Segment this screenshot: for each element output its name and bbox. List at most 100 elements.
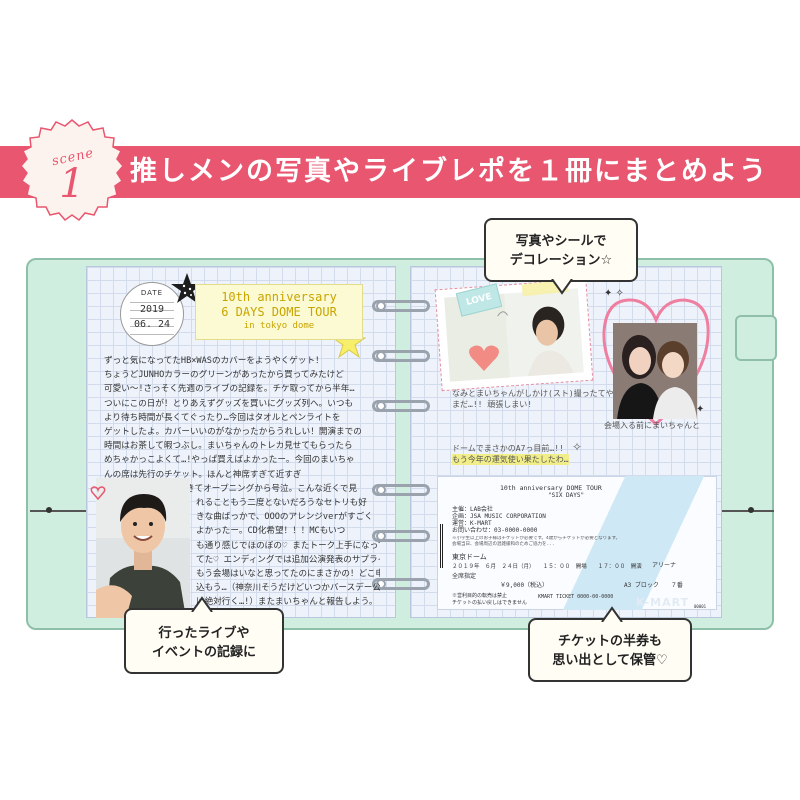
binder-edge-line-left [30, 510, 86, 512]
ticket-price: ￥9,000（税込） [500, 582, 549, 589]
callout-live-record: 行ったライブや イベントの記録に [124, 608, 284, 674]
ticket-footer-left: ※営利目的の転売は禁止 チケットの払い戻しはできません [452, 592, 527, 606]
callout-line: 思い出として保管♡ [552, 653, 668, 668]
ticket-organizer-line: 主催：LAB会社 [452, 506, 493, 513]
ticket-footer-line: チケットの払い戻しはできません [452, 600, 527, 606]
ticket-event-subtitle: "SIX DAYS" [548, 492, 585, 499]
memo-line: れることもう二度とないだろうなセトリも好 [196, 498, 367, 509]
memo-line: より待ち時間が長くてぐったり…今回はタオルとペンライトを [104, 412, 341, 423]
ticket-organizer: 主催：LAB会社 企画：JSA MUSIC CORPORATION 運営：K-M… [452, 506, 546, 534]
punch-hole [376, 401, 386, 411]
date-card-year: 2019 [139, 304, 165, 315]
idol-photo-illustration [96, 478, 190, 618]
memo-line: 時間はお茶して暇つぶし。まいちゃんのトレカ見せてもらったら [104, 441, 353, 452]
binder-ring [372, 578, 430, 590]
binder-clasp [735, 315, 777, 361]
sparkle-icon: ✦ [696, 404, 705, 415]
memo-line: 込もう…（神奈川そうだけどいつかバースデー公演 [196, 583, 380, 594]
friends-photo [613, 323, 697, 419]
sparkle-icon: ✦ ✧ [604, 288, 624, 299]
callout-pointer [551, 279, 573, 295]
black-star-sticker [171, 273, 203, 303]
binder-ring [372, 300, 430, 312]
scene-badge-shape [20, 119, 124, 222]
punch-hole [376, 485, 386, 495]
ticket-organizer-line: お問い合わせ：03-0000-0000 [452, 527, 538, 534]
photo1-caption-line: なみとまいちゃんがしかけ(スト)撮ったてやつ! [452, 389, 627, 398]
ticket-footer-line: ※営利目的の転売は禁止 [452, 593, 508, 599]
memo-line: んの席は先行のチケット。ほんと神席すぎて近すぎ [104, 469, 302, 480]
memo-line: めちゃかっこよくて…!やっぱ買えばよかったー。今回のまいちゃ [104, 455, 355, 466]
memo-line: ついにこの日が！とりあえずグッズを買いにグッズ列へ。いつも [104, 398, 354, 409]
ticket-organizer-line: 運営：K-MART [452, 520, 492, 527]
tour-title-line2: 6 DAYS DOME TOUR [221, 305, 337, 319]
ticket-note: ドームでまさかのA7っ目前…!! もう今年の運気使い果たしたわ… [452, 443, 569, 465]
binder-ring [372, 400, 430, 412]
headline-banner [0, 146, 800, 198]
punch-hole [376, 301, 386, 311]
ticket-note-line: もう今年の運気使い果たしたわ… [452, 454, 569, 465]
ticket-notice: ※小学生以上のお子様はチケットが必要です。4歳からチケットが必要となります。 会… [452, 536, 702, 548]
punch-hole [376, 579, 386, 589]
date-card-day: 06. 24 [133, 319, 171, 330]
friends-photo-illustration [613, 323, 697, 419]
headline-text: 推しメンの写真やライブレポを１冊にまとめよう [130, 156, 768, 187]
memo-line: ずっと気になってたHB×WASのカバーをようやくゲット！ [104, 356, 324, 366]
memo-line: も通り感じでほのぼの♡ またトーク上手になって [196, 540, 380, 551]
callout-line: イベントの記録に [151, 645, 256, 660]
ticket-venue: 東京ドーム [452, 553, 487, 561]
ticket-barcode [440, 524, 444, 568]
pink-heart-doodle [90, 486, 106, 500]
coral-heart-sticker [469, 345, 499, 371]
ticket-stripe [437, 476, 717, 610]
callout-line: デコレーション☆ [509, 253, 613, 268]
punch-hole [376, 531, 386, 541]
photo1-caption-line: まだ…!! 頑張しまい! [452, 400, 533, 409]
punch-hole [376, 351, 386, 361]
photo2-caption: 会場入る前にまいちゃんと [604, 421, 700, 430]
sparkle-icon: ✧ [572, 440, 583, 454]
memo-line: てた♡ エンディングでは追加公演発表のサプライズ！ [196, 554, 380, 565]
date-card-header: DATE [140, 289, 164, 297]
ticket-arena: アリーナ [652, 562, 677, 569]
memo-line: ちょうどJUNHOカラーのグリーンがあったから買ってみたけど [104, 370, 344, 381]
ticket-date-row: ２０１９年 ６月 ２４日（月） １５：００ 開場 １７：００ 開演 [452, 564, 642, 570]
ticket-notice-line: ※小学生以上のお子様はチケットが必要です。4歳からチケットが必要となります。 [452, 536, 621, 541]
ticket-serial: 00001 [694, 604, 707, 609]
tour-title-tag: 10th anniversary 6 DAYS DOME TOUR in tok… [195, 284, 363, 340]
callout-pointer [601, 606, 623, 622]
memo-line: ゲットしたよ。カバーいいのがなかったからうれしい！開演までの [104, 427, 362, 438]
memo-line: は絶対行く…!）またまいちゃんと報告しよう。 [196, 597, 378, 608]
ticket-brand: K-MART [636, 596, 690, 609]
live-report-text: ずっと気になってたHB×WASのカバーをようやくゲット！ ちょうどJUNHOカラ… [104, 354, 380, 610]
memo-line: もう会場はいなと思ってたのにまさかの！どこ申し [196, 569, 380, 580]
ticket-seat-label: 全席指定 [452, 573, 477, 580]
ticket-footer-center: KMART TICKET 0000-00-0000 [538, 594, 614, 600]
memo-line: きな曲ばっかで、OOOのアレンジverがすごく [196, 512, 373, 523]
callout-line: 行ったライブや [158, 626, 250, 641]
ticket-block: A3 ブロック ７番 [624, 582, 683, 589]
binder-ring [372, 530, 430, 542]
pink-heart-frame [602, 298, 710, 427]
tour-title-line3: in tokyo dome [243, 321, 315, 331]
ticket-organizer-line: 企画：JSA MUSIC CORPORATION [452, 513, 546, 520]
ticket-event-title: 10th anniversary DOME TOUR [500, 484, 602, 492]
scene-number: 1 [59, 161, 85, 207]
callout-line: 写真やシールで [515, 234, 607, 249]
memo-line: よかったー。CD化希望！！！MCもいつ [196, 526, 346, 537]
memo-line: 可愛い〜!さっそく先週のライブの記録を。チケ取ってから半年… [104, 384, 355, 395]
binder-ring [372, 484, 430, 496]
callout-decoration: 写真やシールで デコレーション☆ [484, 218, 638, 282]
callout-pointer [191, 596, 213, 612]
binder-ring [372, 350, 430, 362]
ticket-note-line: ドームでまさかのA7っ目前…!! [452, 444, 564, 453]
date-card-lines [130, 302, 174, 338]
idol-photo [96, 478, 190, 618]
callout-ticket-stub: チケットの半券も 思い出として保管♡ [528, 618, 692, 682]
ticket-notice-line: 会場当日、会場周辺の混雑緩和のためご協力を... [452, 542, 555, 547]
callout-line: チケットの半券も [557, 634, 662, 649]
photo1-caption: なみとまいちゃんがしかけ(スト)撮ったてやつ! まだ…!! 頑張しまい! [452, 388, 626, 410]
memo-line: きてオープニングから号泣。こんな近くで見 [186, 483, 358, 494]
binder-edge-dot-right [748, 507, 754, 513]
binder-edge-dot-left [46, 507, 52, 513]
